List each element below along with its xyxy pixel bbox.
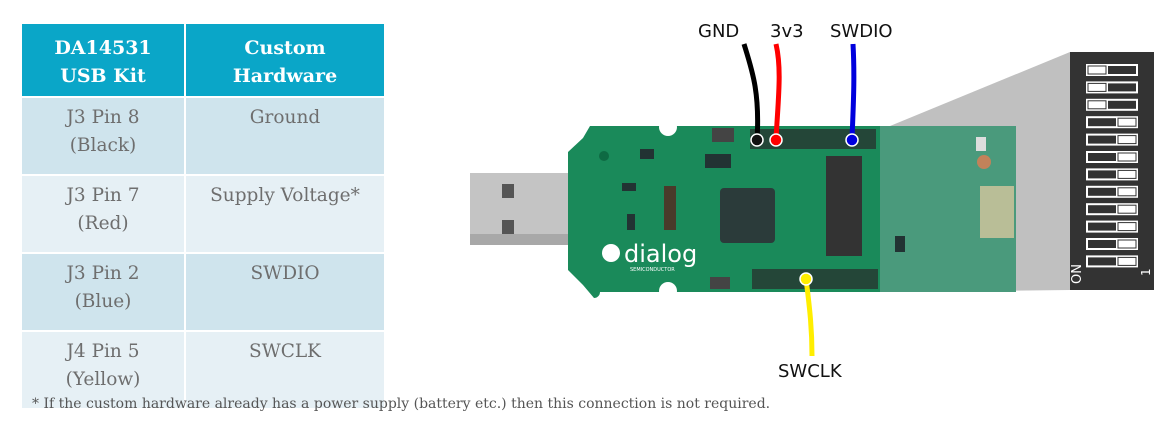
dip-knob [1117,187,1137,197]
header-usb-kit-line2: USB Kit [60,65,146,87]
wire-3v3 [773,43,782,141]
dip-knob [1117,152,1137,162]
component-e [895,236,905,252]
hardware-signal-cell: SWCLK [184,330,386,410]
header-usb-kit: DA14531 USB Kit [20,22,186,98]
antenna-pad [980,186,1014,238]
component-b [640,149,654,159]
kit-pin-cell: J4 Pin 5 (Yellow) [20,330,186,410]
dip-switch-positions [1086,64,1138,268]
kit-pin-label: J3 Pin 7 [66,185,140,206]
kit-pin-cell: J3 Pin 8 (Black) [20,96,186,176]
dip-slot-dark [1088,205,1116,214]
header-custom-hardware-line1: Custom [244,37,326,59]
button-bottom [710,277,730,289]
label-swclk: SWCLK [778,361,843,382]
dip-slot-dark [1108,100,1136,109]
header-usb-kit-line1: DA14531 [54,37,152,59]
connection-table: DA14531 USB Kit Custom Hardware J3 Pin 8… [20,22,386,410]
kit-pin-color: (Red) [77,213,129,234]
footnote: * If the custom hardware already has a p… [32,396,771,412]
wire-swdio [849,43,857,141]
dip-knob [1117,204,1137,214]
usb-plug-hole-top [502,184,514,198]
component-c [622,183,636,191]
kit-pin-label: J3 Pin 2 [66,263,140,284]
component-a [705,154,731,168]
dip-knob [1117,117,1137,127]
kit-pin-color: (Black) [69,135,137,156]
j4-header [752,269,878,289]
dip-slot-dark [1108,83,1136,92]
j3-header [750,129,876,149]
pin-marker-gnd [750,133,764,147]
component-d [627,214,635,230]
pin-marker-swdio [845,133,859,147]
dip-slot-dark [1108,66,1136,74]
label-3v3: 3v3 [770,21,804,42]
kit-pin-color: (Yellow) [65,369,141,390]
button-top [712,128,734,142]
board-notch-bottom [659,282,677,300]
header-custom-hardware: Custom Hardware [184,22,386,98]
table-row: J4 Pin 5 (Yellow) SWCLK [20,330,386,410]
dip-knob [1087,82,1107,92]
label-gnd: GND [698,21,739,42]
crystal [664,186,676,230]
main-chip [720,188,775,243]
dip-knob [1087,65,1107,75]
dialog-logo-subtext: SEMICONDUCTOR [630,267,675,273]
table-row: J3 Pin 2 (Blue) SWDIO [20,252,386,332]
header-custom-hardware-line2: Hardware [232,65,338,87]
led [976,137,986,151]
pin-marker-3v3 [769,133,783,147]
wire-gnd [741,43,761,141]
via-a [599,151,609,161]
dip-knob [1117,239,1137,249]
dip-slot-dark [1088,153,1116,161]
table-row: J3 Pin 8 (Black) Ground [20,96,386,176]
dip-knob [1117,135,1137,145]
kit-pin-cell: J3 Pin 7 (Red) [20,174,186,254]
wire-swclk [803,278,815,357]
dip-slot-dark [1088,118,1116,127]
dip-knob [1117,169,1137,179]
usb-kit-diagram: dialog SEMICONDUCTOR GND 3v3 SWDIO SWCLK… [470,21,1154,382]
dip-slot-dark [1088,187,1116,196]
dip-knob [1087,100,1107,110]
dip-slot-dark [1088,135,1116,144]
usb-plug-shade [470,234,586,245]
usb-plug-hole-bottom [502,220,514,234]
dip-knob [1117,256,1137,266]
kit-pin-label: J3 Pin 8 [66,107,140,128]
kit-pin-cell: J3 Pin 2 (Blue) [20,252,186,332]
dip-switch-small [826,156,862,256]
led-round [977,155,991,169]
dip-knob [1117,222,1137,232]
dialog-logo-text: dialog [624,240,697,268]
kit-pin-label: J4 Pin 5 [66,341,140,362]
dip-slot-dark [1088,257,1116,266]
hardware-signal-cell: Supply Voltage* [184,174,386,254]
dialog-logo-icon [602,244,620,262]
board-notch-top [659,118,677,136]
dip-slot-dark [1088,240,1116,248]
table-row: J3 Pin 7 (Red) Supply Voltage* [20,174,386,254]
switch-on-label: ON [1070,264,1085,284]
table-header-row: DA14531 USB Kit Custom Hardware [20,22,386,98]
hardware-signal-cell: Ground [184,96,386,176]
dip-slot-dark [1088,222,1116,231]
hardware-signal-cell: SWDIO [184,252,386,332]
pin-marker-swclk [799,272,813,286]
switch-one-label: 1 [1139,268,1153,276]
dip-slot-dark [1088,170,1116,179]
usb-plug [470,173,586,245]
label-swdio: SWDIO [830,21,893,42]
kit-pin-color: (Blue) [74,291,132,312]
